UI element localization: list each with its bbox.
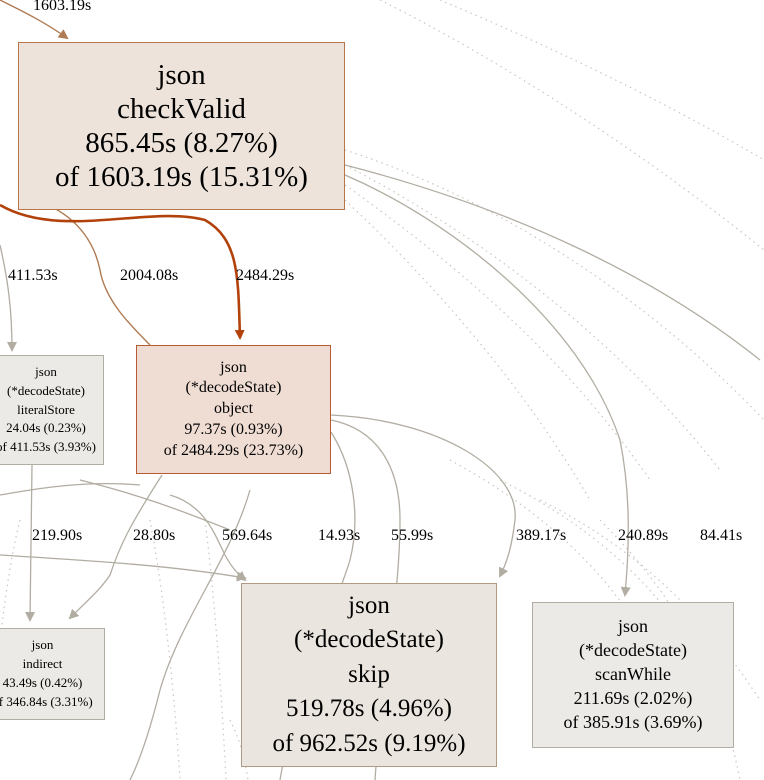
node-function: literalStore — [17, 401, 75, 417]
node-json-decodestate-literalstore[interactable]: json (*decodeState) literalStore 24.04s … — [0, 355, 104, 465]
node-function: scanWhile — [595, 664, 671, 685]
node-function: object — [213, 400, 254, 418]
node-package: json — [35, 363, 57, 379]
node-package: json — [220, 358, 247, 376]
edge-label-object-indirect: 28.80s — [133, 527, 175, 544]
node-cum-time: of 962.52s (9.19%) — [272, 729, 466, 757]
node-package: json — [348, 591, 390, 619]
edge-label-to-skip-a: 569.64s — [222, 527, 272, 544]
node-json-decodestate-skip[interactable]: json (*decodeState) skip 519.78s (4.96%)… — [241, 583, 497, 767]
node-package: json — [157, 58, 206, 91]
node-function: indirect — [22, 656, 63, 672]
edge-label-to-object-b: 2484.29s — [236, 267, 294, 284]
node-flat-time: 211.69s (2.02%) — [573, 687, 693, 708]
edge-label-to-scanwhile-b: 84.41s — [700, 527, 742, 544]
edge-label-literalstore-indirect: 219.90s — [32, 527, 82, 544]
node-json-checkvalid[interactable]: json checkValid 865.45s (8.27%) of 1603.… — [18, 42, 345, 210]
edge-label-to-scanwhile-a: 240.89s — [618, 527, 668, 544]
node-receiver: (*decodeState) — [185, 379, 282, 397]
node-cum-time: of 411.53s (3.93%) — [0, 439, 96, 455]
node-receiver: (*decodeState) — [7, 382, 85, 398]
edge-label-object-skip: 389.17s — [516, 527, 566, 544]
node-cum-time: of 1603.19s (15.31%) — [55, 161, 308, 194]
node-function: skip — [348, 660, 390, 688]
edge-label-to-object-a: 2004.08s — [120, 267, 178, 284]
node-json-decodestate-scanwhile[interactable]: json (*decodeState) scanWhile 211.69s (2… — [532, 602, 734, 748]
node-flat-time: 43.49s (0.42%) — [2, 675, 83, 690]
edge-label-to-skip-c: 55.99s — [391, 527, 433, 544]
node-package: json — [617, 616, 648, 637]
node-receiver: (*decodeState) — [579, 640, 687, 661]
node-receiver: (*decodeState) — [294, 626, 444, 654]
node-cum-time: of 346.84s (3.31%) — [0, 693, 93, 709]
node-flat-time: 865.45s (8.27%) — [85, 127, 278, 159]
edge-label-to-skip-b: 14.93s — [318, 527, 360, 544]
hot-edge — [0, 203, 245, 340]
edge-label-to-literalstore: 411.53s — [8, 267, 58, 284]
node-json-indirect[interactable]: json indirect 43.49s (0.42%) of 346.84s … — [0, 628, 105, 720]
node-flat-time: 97.37s (0.93%) — [184, 420, 283, 438]
node-function: checkValid — [117, 92, 246, 125]
node-package: json — [31, 637, 54, 653]
edge-label-top-incoming: 1603.19s — [33, 0, 91, 14]
node-json-decodestate-object[interactable]: json (*decodeState) object 97.37s (0.93%… — [136, 345, 331, 474]
node-cum-time: of 385.91s (3.69%) — [563, 711, 703, 732]
node-cum-time: of 2484.29s (23.73%) — [163, 441, 304, 459]
node-flat-time: 24.04s (0.23%) — [6, 420, 86, 436]
node-flat-time: 519.78s (4.96%) — [286, 695, 452, 723]
